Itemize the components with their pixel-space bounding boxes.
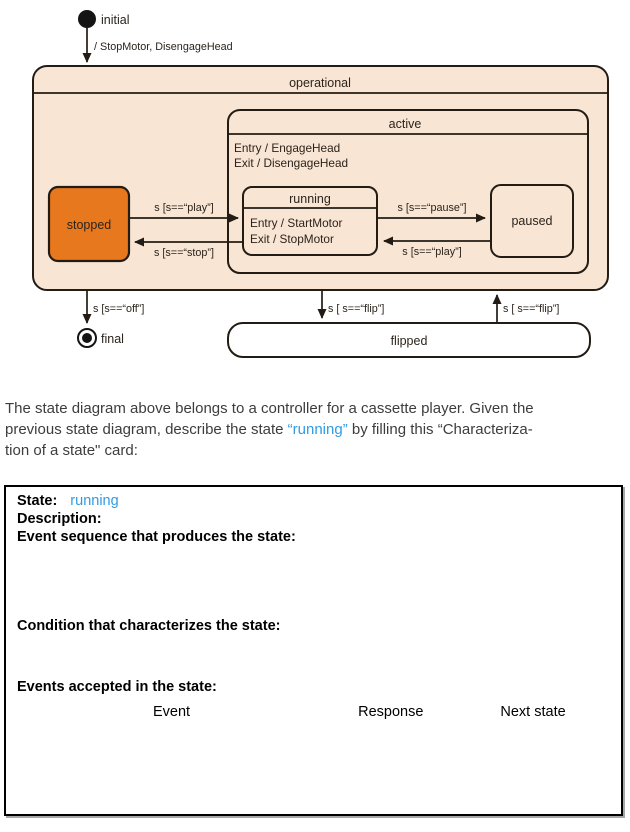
- state-paused-label: paused: [511, 214, 552, 228]
- column-header-next-state: Next state: [500, 704, 566, 720]
- state-active-label: active: [389, 117, 422, 131]
- transition-flip-up-label: s [ s==“flip”]: [503, 303, 559, 315]
- state-label: State:: [17, 493, 58, 509]
- state-value: running: [70, 493, 119, 509]
- characterization-card: State: running Description: Event sequenc…: [4, 485, 623, 816]
- event-sequence-label: Event sequence that produces the state:: [17, 529, 296, 545]
- highlighted-state-name: “running”: [287, 421, 348, 438]
- events-table-header: Event Response Next state: [17, 703, 611, 721]
- initial-transition-action: / StopMotor, DisengageHead: [94, 41, 233, 53]
- question-text: The state diagram above belongs to a con…: [5, 398, 625, 461]
- running-entry-action: Entry / StartMotor: [250, 216, 343, 230]
- state-diagram: operational active Entry / EngageHead Ex…: [32, 10, 609, 358]
- column-header-response: Response: [358, 704, 424, 720]
- transition-play: s [s==“play”]: [129, 202, 239, 223]
- initial-state: initial / StopMotor, DisengageHead: [78, 10, 233, 63]
- transition-pause-label: s [s==“pause”]: [397, 202, 466, 214]
- column-header-event: Event: [153, 704, 191, 720]
- condition-label: Condition that characterizes the state:: [17, 618, 281, 634]
- state-paused: paused: [490, 184, 574, 258]
- state-row: State: running: [17, 492, 611, 510]
- transition-play2: s [s==“play”]: [383, 236, 491, 258]
- transition-off-label: s [s==“off”]: [93, 303, 144, 315]
- state-running-label: running: [289, 192, 331, 206]
- active-entry-action: Entry / EngageHead: [234, 141, 340, 155]
- transition-play2-label: s [s==“play”]: [402, 246, 461, 258]
- state-stopped: stopped: [47, 185, 131, 263]
- transition-flip-down-label: s [ s==“flip”]: [328, 303, 384, 315]
- state-stopped-label: stopped: [67, 218, 112, 232]
- active-exit-action: Exit / DisengageHead: [234, 156, 348, 170]
- question-line-2: previous state diagram, describe the sta…: [5, 421, 533, 438]
- initial-state-label: initial: [101, 13, 130, 27]
- transition-stop-label: s [s==“stop”]: [154, 247, 214, 259]
- description-label: Description:: [17, 511, 102, 527]
- transition-stop: s [s==“stop”]: [134, 237, 243, 259]
- question-line-3: tion of a state" card:: [5, 442, 138, 459]
- state-operational-label: operational: [289, 76, 351, 90]
- state-flipped-label: flipped: [391, 334, 428, 348]
- running-exit-action: Exit / StopMotor: [250, 232, 334, 246]
- state-flipped: flipped s [ s==“flip”] s [ s==“flip”]: [227, 290, 591, 358]
- transition-play-label: s [s==“play”]: [154, 202, 213, 214]
- final-state: s [s==“off”] final: [77, 290, 144, 348]
- final-state-label: final: [101, 332, 124, 346]
- question-line-1: The state diagram above belongs to a con…: [5, 400, 534, 417]
- events-accepted-label: Events accepted in the state:: [17, 679, 217, 695]
- state-running: running Entry / StartMotor Exit / StopMo…: [242, 186, 378, 256]
- transition-pause: s [s==“pause”]: [377, 202, 486, 223]
